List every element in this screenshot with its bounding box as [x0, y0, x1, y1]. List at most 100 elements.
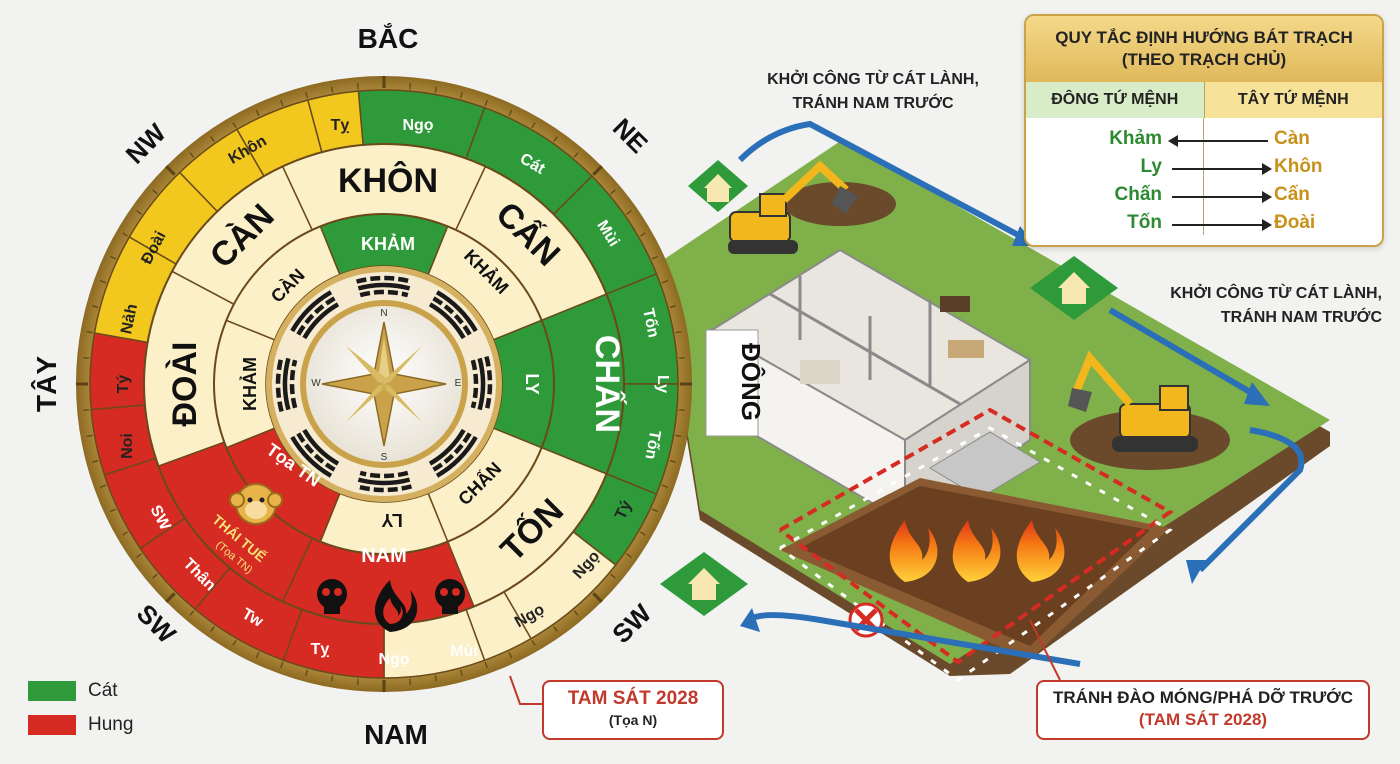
north-label: BẮC — [358, 23, 419, 54]
outer-ty: Tý — [612, 498, 635, 522]
outer-ty-4: Tỵ — [331, 117, 350, 134]
outer-ngo-4: Ngọ — [378, 651, 409, 668]
rules-table: QUY TẮC ĐỊNH HƯỚNG BÁT TRẠCH (THEO TRẠCH… — [1024, 14, 1384, 247]
trigram-bar — [296, 296, 336, 336]
rim-tick — [83, 357, 90, 359]
rose-s-label: S — [381, 452, 388, 463]
rose-w-label: W — [311, 378, 321, 389]
fire-icon — [374, 580, 418, 632]
arrow-right-icon — [1262, 219, 1272, 231]
arrow-left-icon — [1168, 135, 1178, 147]
avoid-line1: TRÁNH ĐÀO MÓNG/PHÁ DỠ TRƯỚC — [1053, 688, 1353, 707]
outer-ton-1: Tốn — [639, 307, 662, 339]
rim-tick — [86, 330, 93, 334]
outer-ton-2: Tốn — [642, 429, 664, 461]
rim-tick — [232, 122, 237, 128]
arrow-head-icon — [1244, 382, 1270, 406]
rim-tick — [136, 553, 142, 558]
avoid-callout: TRÁNH ĐÀO MÓNG/PHÁ DỠ TRƯỚC (TAM SÁT 202… — [1036, 680, 1370, 740]
rim-tick — [330, 86, 334, 93]
rule-west: Càn — [1274, 128, 1310, 149]
note-top-line2: TRÁNH NAM TRƯỚC — [792, 95, 954, 112]
rim-tick — [152, 573, 158, 579]
rules-title-line2: (THEO TRẠCH CHỦ) — [1121, 50, 1287, 69]
house-marker-icon — [660, 552, 748, 616]
rim-tick — [553, 136, 558, 142]
rose-e-label: E — [455, 378, 462, 389]
rim-tick — [136, 210, 142, 215]
east-label: ĐÔNG — [736, 343, 766, 421]
trigram-bar — [302, 428, 340, 466]
trigram-bar — [290, 435, 333, 478]
rim-tick — [255, 110, 260, 116]
trigram-bar — [275, 355, 284, 413]
rim-tick — [305, 669, 308, 676]
rim-tick — [573, 610, 579, 616]
rim-tick — [573, 152, 579, 158]
tv-stand — [940, 296, 970, 312]
rules-col-east: ĐÔNG TỨ MỆNH — [1026, 82, 1205, 118]
sofa — [948, 340, 984, 358]
inner-kham-top: KHẢM — [361, 233, 415, 254]
rim-tick — [678, 409, 685, 411]
construction-site — [509, 120, 1330, 705]
rule-east: Chấn — [1114, 184, 1163, 205]
middle-nam: NAM — [361, 545, 407, 567]
rim-tick — [678, 357, 685, 359]
trigram-bar — [432, 432, 472, 472]
rule-east: Tốn — [1127, 212, 1162, 233]
trigram-bar — [357, 282, 411, 291]
legend-item-hung: Hung — [28, 714, 133, 736]
trigram-bar — [435, 435, 478, 478]
excavator-icon — [1068, 350, 1230, 470]
trigram-bar — [359, 289, 409, 298]
rim-tick — [86, 434, 93, 438]
rule-west: Cấn — [1274, 184, 1310, 205]
skull-icon — [435, 579, 465, 614]
rim-tick — [409, 678, 411, 685]
trigram-bar — [359, 470, 409, 479]
rim-tick — [232, 640, 237, 646]
inner-ly-e: LY — [522, 373, 542, 394]
trigram-bar — [282, 357, 291, 411]
avoid-line2: (TAM SÁT 2028) — [1138, 710, 1268, 729]
rim-tick — [531, 122, 536, 128]
rim-tick — [553, 626, 558, 632]
rim-tick — [669, 460, 676, 463]
outer-ty-2: Tỵ — [311, 641, 330, 658]
bagua-compass: N S E W Ngọ Cát Mùi Tốn Ly Tốn Tý Ngọ Ng… — [76, 76, 692, 692]
outer-nah: Nảh — [118, 303, 141, 336]
rim-tick — [110, 255, 116, 260]
rim-tick — [434, 675, 438, 682]
rim-tick — [460, 92, 463, 99]
rim-tick — [409, 83, 411, 90]
rim-tick — [610, 189, 616, 195]
sw-right-label: SW — [606, 598, 657, 649]
west-label: TÂY — [31, 356, 62, 412]
middle-chan: CHẤN — [588, 335, 626, 433]
rim-tick — [610, 573, 616, 579]
house-marker-icon — [688, 160, 748, 212]
trigram-bar — [357, 477, 411, 486]
note-top-line1: KHỞI CÔNG TỪ CÁT LÀNH, — [767, 71, 979, 88]
rim-tick — [434, 86, 438, 93]
rim-tick — [210, 136, 215, 142]
rim-tick — [110, 508, 116, 513]
arrow-right-icon — [1262, 163, 1272, 175]
rim-tick — [92, 460, 99, 463]
bed — [800, 360, 840, 384]
trigram-bar — [470, 359, 479, 409]
outer-mui-2: Mùi — [450, 643, 478, 660]
arrow-right-icon — [1262, 191, 1272, 203]
arrow-head-icon — [1186, 560, 1206, 584]
south-label: NAM — [364, 719, 428, 750]
rim-tick — [508, 652, 513, 658]
fire-icon — [889, 520, 1065, 582]
rim-tick — [280, 100, 284, 107]
legend-swatch-hung — [28, 715, 76, 735]
rim-tick — [100, 484, 107, 488]
rim-tick — [640, 531, 646, 536]
outer-noi: Noi — [119, 433, 136, 459]
